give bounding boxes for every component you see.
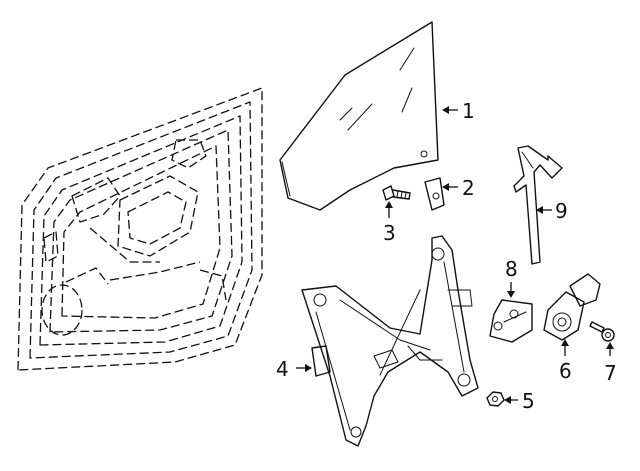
callout-labels: 1 2 3 4 5 6 7 8 9: [276, 99, 617, 413]
callout-1: 1: [462, 99, 475, 123]
leader-8-arrow: [507, 291, 515, 298]
callout-4: 4: [276, 357, 289, 381]
leader-5-arrow: [504, 396, 511, 404]
callout-3: 3: [383, 221, 396, 245]
glass-clip: [424, 177, 445, 211]
leader-6-arrow: [561, 339, 569, 346]
leader-4-arrow: [305, 364, 312, 372]
leader-3-arrow: [385, 201, 393, 208]
leader-7-arrow: [606, 342, 614, 349]
callout-8: 8: [505, 257, 518, 281]
leader-2-arrow: [442, 183, 449, 191]
door-glass: [279, 21, 439, 211]
window-motor: [543, 273, 601, 341]
callout-5: 5: [522, 389, 535, 413]
regulator-nut: [486, 391, 505, 407]
motor-screw: [589, 321, 615, 342]
leader-9-arrow: [536, 206, 543, 214]
callout-9: 9: [555, 199, 568, 223]
door-shell: [17, 87, 263, 371]
callout-7: 7: [604, 361, 617, 385]
window-regulator: [301, 235, 479, 447]
callout-2: 2: [462, 176, 475, 200]
callout-6: 6: [559, 359, 572, 383]
motor-bracket: [489, 299, 533, 343]
leader-lines: [296, 106, 614, 404]
glass-run-channel: [513, 145, 563, 265]
leader-1-arrow: [442, 106, 449, 114]
glass-bolt: [382, 185, 411, 201]
